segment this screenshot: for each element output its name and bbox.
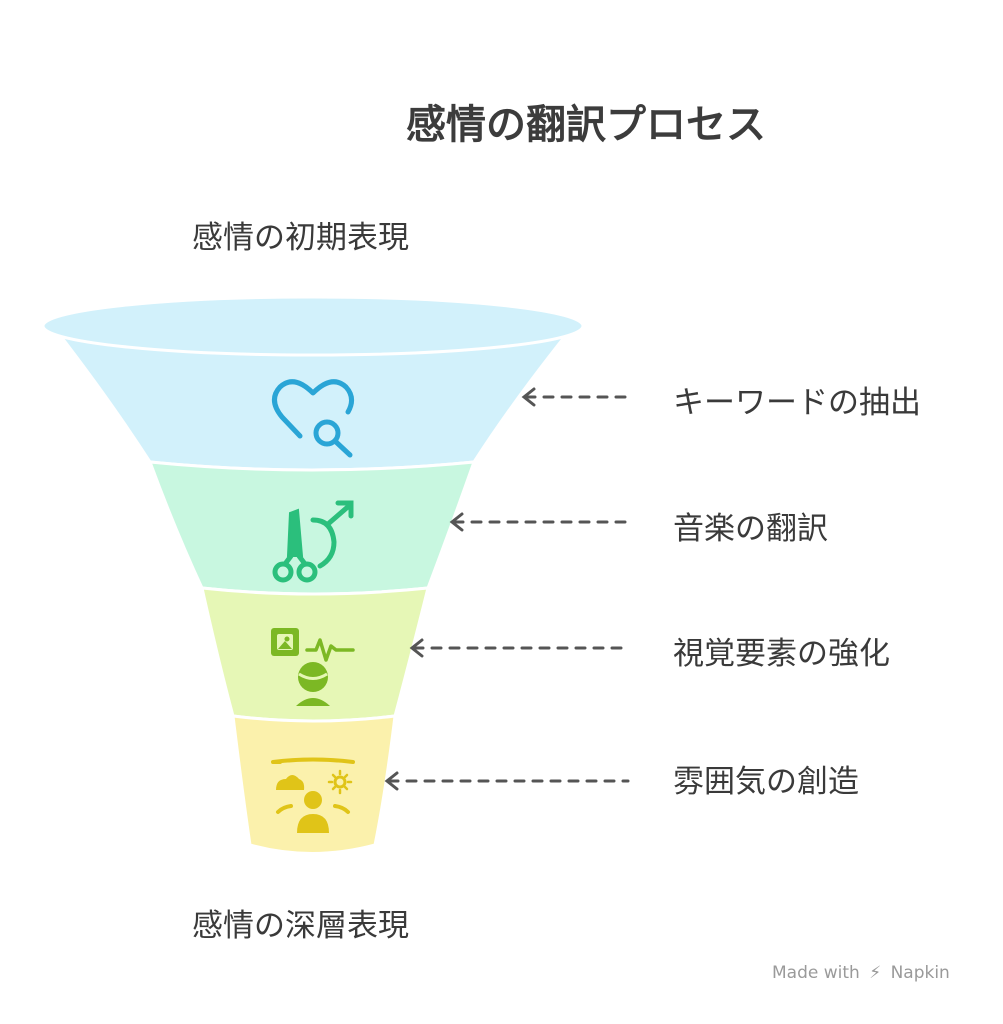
napkin-watermark[interactable]: Made with ⚡ Napkin [772, 963, 992, 983]
funnel-stage-4 [231, 714, 397, 855]
stage-label-music-translation: 音楽の翻訳 [673, 511, 828, 547]
arrows [384, 387, 630, 791]
stage-label-atmosphere-creation: 雰囲気の創造 [673, 764, 859, 800]
funnel-top-label: 感情の初期表現 [192, 220, 409, 256]
watermark-prefix: Made with [772, 963, 860, 983]
arrow-music-translation [449, 512, 630, 532]
watermark-brand: Napkin [890, 963, 950, 983]
funnel-stage-3 [200, 586, 430, 723]
funnel-rim [41, 295, 585, 357]
tuning-fork-music-icon [272, 500, 354, 583]
weather-person-icon [271, 757, 355, 833]
image-signal-person-icon [271, 628, 355, 706]
funnel-bottom-label: 感情の深層表現 [192, 908, 409, 944]
arrow-keyword-extraction [521, 387, 630, 407]
arrow-atmosphere-creation [384, 771, 630, 791]
funnel-stage-2 [147, 460, 477, 596]
napkin-logo-icon: ⚡ [869, 963, 882, 983]
stage-label-visual-enhancement: 視覚要素の強化 [673, 636, 890, 672]
arrow-visual-enhancement [409, 638, 630, 658]
heart-search-icon [272, 379, 354, 458]
stage-label-keyword-extraction: キーワードの抽出 [673, 385, 921, 421]
diagram-title: 感情の翻訳プロセス [406, 102, 766, 148]
